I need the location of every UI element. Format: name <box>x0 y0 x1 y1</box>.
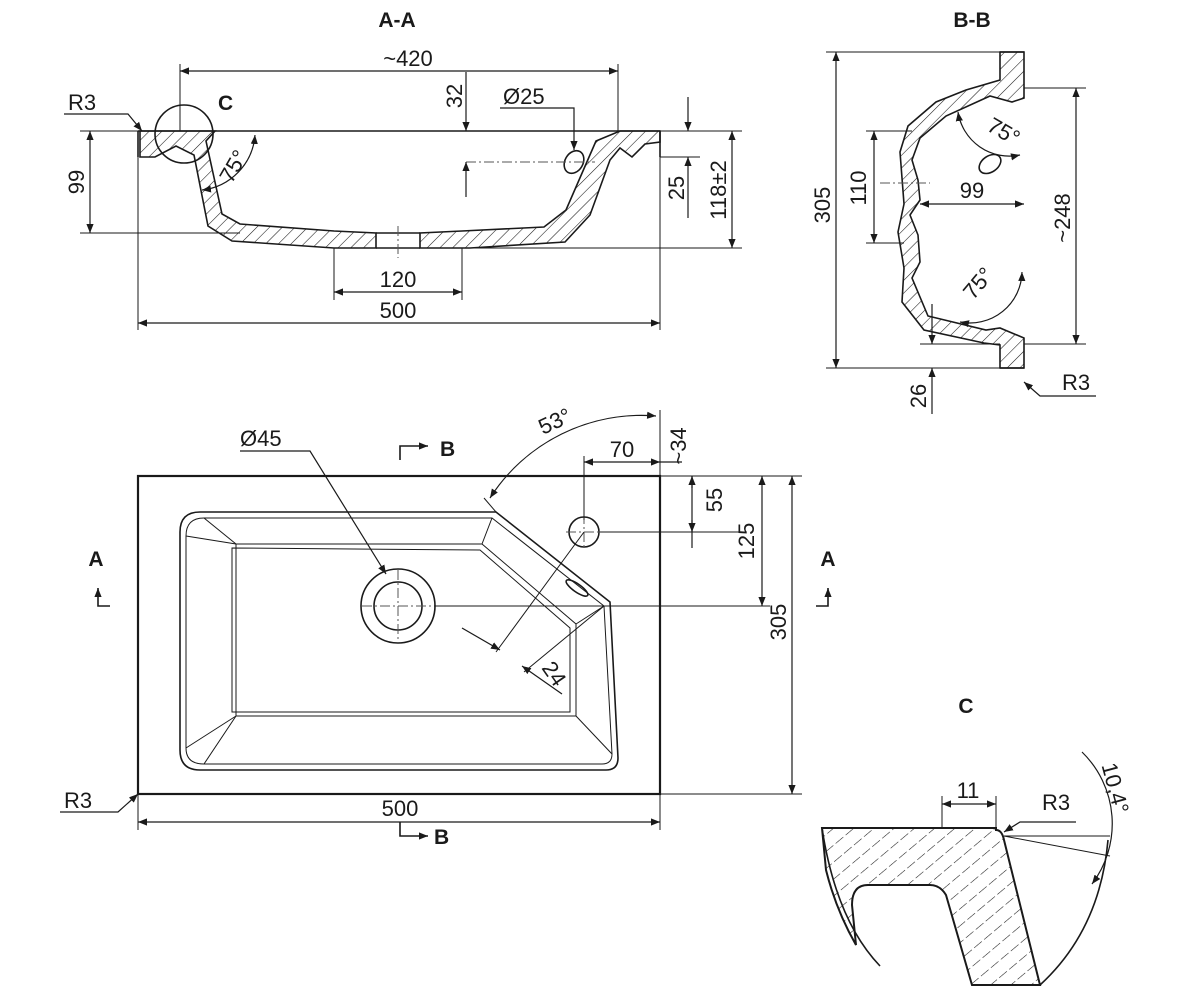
plan-width-500: 500 <box>382 796 419 821</box>
section-mark-b-top: B <box>399 438 455 461</box>
aa-width-500: 500 <box>380 298 417 323</box>
bb-height-110: 110 <box>846 170 871 205</box>
bb-profile <box>897 51 1025 369</box>
aa-depth-32: 32 <box>442 84 467 108</box>
bowl-outer-edge <box>179 511 619 771</box>
section-mark-a-right: A <box>816 548 836 607</box>
aa-height-118: 118±2 <box>706 160 731 219</box>
bb-height-248: ~248 <box>1050 193 1075 243</box>
plan-radius-label: R3 <box>64 788 92 813</box>
plan-drain-dia: Ø45 <box>240 426 282 451</box>
bb-rim-26: 26 <box>906 384 931 408</box>
plan-offset-125: 125 <box>734 523 759 560</box>
overflow-slot <box>565 579 589 597</box>
section-mark-a-left: A <box>88 548 110 607</box>
aa-width-420: ~420 <box>383 46 433 71</box>
aa-height-99: 99 <box>64 170 89 194</box>
section-bb-title: B-B <box>953 9 990 32</box>
plan-depth-305: 305 <box>766 604 791 641</box>
plan-view: Ø45 53° 70 ~34 55 125 305 24 <box>60 403 836 849</box>
section-aa-view: A-A C R3 ~420 32 Ø25 <box>64 9 742 330</box>
overflow-hole <box>563 149 585 175</box>
bb-angle-top: 75° <box>983 112 1024 150</box>
detail-c-ref: C <box>218 92 233 115</box>
bb-height-305: 305 <box>810 187 835 224</box>
plan-offset-55: 55 <box>702 488 727 512</box>
aa-radius-label: R3 <box>68 90 96 115</box>
svg-text:A: A <box>820 548 835 571</box>
bb-depth-99: 99 <box>960 178 984 203</box>
detail-width-11: 11 <box>957 778 980 803</box>
section-bb-view: B-B 305 110 99 ~248 75° 75° <box>810 9 1096 414</box>
detail-c-title: C <box>958 695 973 718</box>
aa-hole-dia: Ø25 <box>503 84 545 109</box>
detail-c-section <box>820 827 1042 986</box>
section-mark-b-bottom: B <box>399 822 449 849</box>
svg-text:B: B <box>434 826 449 849</box>
detail-radius-label: R3 <box>1042 790 1070 815</box>
basin-wall-left <box>139 130 377 249</box>
aa-angle-75: 75° <box>214 146 252 187</box>
bb-overflow-hole <box>978 153 1002 175</box>
bowl-bottom <box>235 543 577 717</box>
detail-angle: 10,4° <box>1096 760 1134 816</box>
detail-c-callout-circle <box>154 104 214 164</box>
plan-offset-34: ~34 <box>666 427 691 464</box>
svg-text:A: A <box>88 548 103 571</box>
bb-radius-label: R3 <box>1062 370 1090 395</box>
plan-angle-53: 53° <box>534 403 575 440</box>
detail-c-view: C 11 R3 10,4° <box>820 695 1134 986</box>
plan-offset-24: 24 <box>537 657 572 691</box>
svg-text:B: B <box>440 438 455 461</box>
basin-wall-right <box>419 130 661 249</box>
basin-outline <box>136 474 662 796</box>
bb-angle-bottom: 75° <box>958 262 999 304</box>
aa-depth-25: 25 <box>664 176 689 200</box>
section-aa-title: A-A <box>378 9 415 32</box>
plan-offset-70: 70 <box>610 437 634 462</box>
aa-drain-120: 120 <box>380 267 417 292</box>
